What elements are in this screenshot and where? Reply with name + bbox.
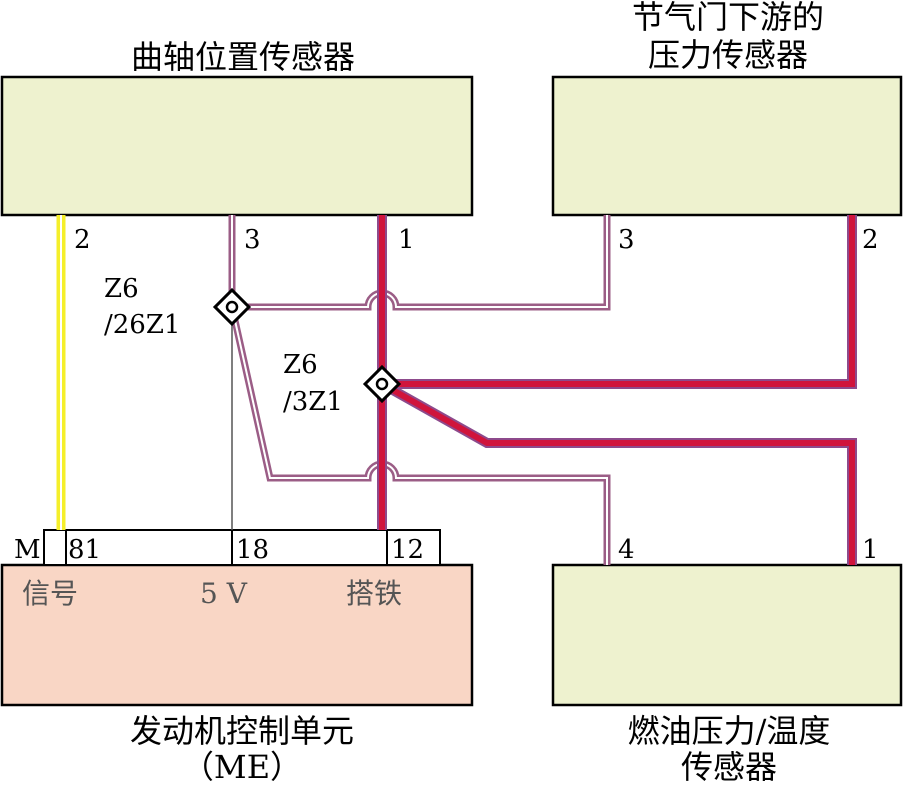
fuel-sensor-box bbox=[551, 563, 903, 707]
junction-z6-26z1 bbox=[212, 287, 252, 327]
connector-pin-12: 12 bbox=[391, 535, 424, 565]
ground-wires bbox=[377, 215, 857, 565]
junction-z6-3z1 bbox=[362, 364, 402, 404]
crank-pin-3: 3 bbox=[244, 225, 261, 255]
crank-sensor-box bbox=[0, 75, 474, 217]
throttle-sensor-title-line1: 节气门下游的 bbox=[632, 0, 824, 36]
ecu-signal-label: 信号 bbox=[22, 577, 78, 610]
junction-3z1-label-line2: /3Z1 bbox=[283, 387, 343, 417]
throttle-pressure-sensor-box bbox=[551, 75, 903, 217]
ecu-title-line1: 发动机控制单元 bbox=[130, 712, 354, 750]
throttle-pin-2: 2 bbox=[862, 225, 879, 255]
connector-m-label: M bbox=[14, 535, 41, 565]
ecu-box bbox=[0, 563, 474, 707]
junction-26z1-label-line1: Z6 bbox=[104, 274, 139, 304]
ecu-connector bbox=[43, 529, 441, 566]
ecu-title-line2: （ME） bbox=[182, 748, 302, 785]
throttle-sensor-title-line2: 压力传感器 bbox=[648, 36, 808, 74]
throttle-pin-3: 3 bbox=[618, 225, 635, 255]
junction-26z1-label-line2: /26Z1 bbox=[104, 310, 180, 340]
connector-pin-18: 18 bbox=[236, 535, 269, 565]
connector-pin-81: 81 bbox=[68, 535, 101, 565]
fuel-pin-1: 1 bbox=[862, 535, 879, 565]
ecu-5v-label: 5 V bbox=[200, 577, 248, 610]
ecu-ground-label: 搭铁 bbox=[346, 577, 402, 610]
junction-3z1-label-line1: Z6 bbox=[283, 350, 318, 380]
fuel-sensor-title-line1: 燃油压力/温度 bbox=[628, 712, 831, 750]
crank-pin-1: 1 bbox=[398, 225, 415, 255]
crank-sensor-title: 曲轴位置传感器 bbox=[131, 38, 355, 76]
fuel-pin-4: 4 bbox=[618, 535, 635, 565]
fuel-sensor-title-line2: 传感器 bbox=[681, 748, 777, 785]
crank-pin-2: 2 bbox=[74, 225, 91, 255]
